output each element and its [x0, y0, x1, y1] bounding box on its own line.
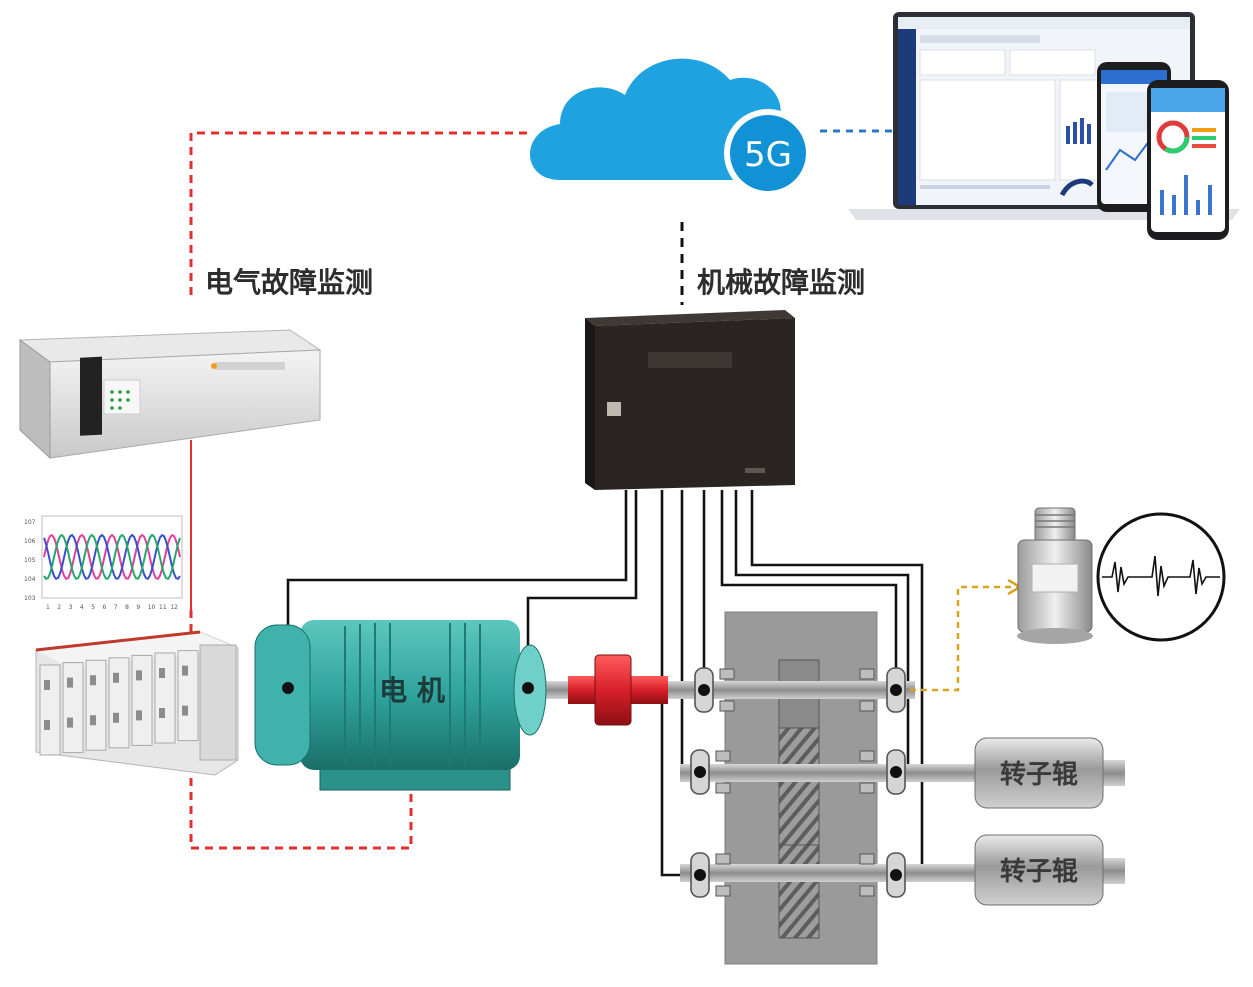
waveform-x-tick: 8 [125, 604, 129, 611]
cabinet-door [85, 659, 107, 751]
sensor-signal-line [910, 585, 1018, 692]
roller-2-label: 转子辊 [1000, 856, 1078, 887]
waveform-y-tick: 103 [24, 595, 36, 602]
switchgear-cabinet-icon [35, 630, 239, 776]
roller-2: 转子辊 [974, 834, 1125, 906]
phone-icon [1147, 80, 1229, 240]
vibration-signal-icon [1096, 512, 1226, 642]
bearings [690, 667, 906, 898]
mechanical-monitoring-label: 机械故障监测 [697, 266, 865, 299]
waveform-series-1 [43, 533, 181, 580]
cloud-icon: 5G [530, 58, 812, 197]
shaft-bottom [680, 864, 980, 882]
waveform-x-tick: 10 [148, 604, 156, 611]
waveform-x-tick: 2 [57, 604, 61, 611]
roller-1: 转子辊 [974, 737, 1125, 809]
cabinet-door [177, 650, 199, 742]
motor-label: 电 机 [379, 674, 445, 707]
waveform-x-tick: 1 [46, 604, 50, 611]
cabinet-door [62, 662, 84, 754]
shaft-middle [680, 764, 980, 782]
motor-sensor-point [522, 682, 534, 694]
waveform-series-3 [43, 533, 181, 581]
cabinet-door [39, 664, 61, 756]
cloud-5g-label: 5G [744, 135, 792, 175]
waveform-y-tick: 106 [24, 538, 36, 545]
motor-sensor-point [282, 682, 294, 694]
waveform-y-tick: 107 [24, 519, 36, 526]
rack-unit-icon [18, 329, 322, 460]
waveform-y-tick: 105 [24, 557, 36, 564]
roller-1-label: 转子辊 [1000, 759, 1078, 790]
waveform-x-tick: 5 [91, 604, 95, 611]
gearbox-sensor-points [694, 684, 902, 881]
motor: 电 机 [254, 620, 547, 791]
waveform-x-tick: 3 [69, 604, 73, 611]
waveform-y-tick: 104 [24, 576, 36, 583]
gearbox [724, 611, 878, 965]
waveform-x-tick: 6 [103, 604, 107, 611]
waveform-x-tick: 4 [80, 604, 84, 611]
waveform-x-tick: 12 [170, 604, 178, 611]
waveform-x-tick: 11 [159, 604, 167, 611]
monitor-box-icon [585, 310, 795, 490]
waveform-x-tick: 9 [136, 604, 140, 611]
electrical-monitoring-label: 电气故障监测 [205, 266, 373, 299]
waveform-x-tick: 7 [114, 604, 118, 611]
vibration-sensor-icon [1017, 507, 1093, 644]
cabinet-door [154, 652, 176, 744]
cabinet-door [131, 654, 153, 746]
cabinet-door [108, 657, 130, 749]
coupling [568, 654, 668, 726]
